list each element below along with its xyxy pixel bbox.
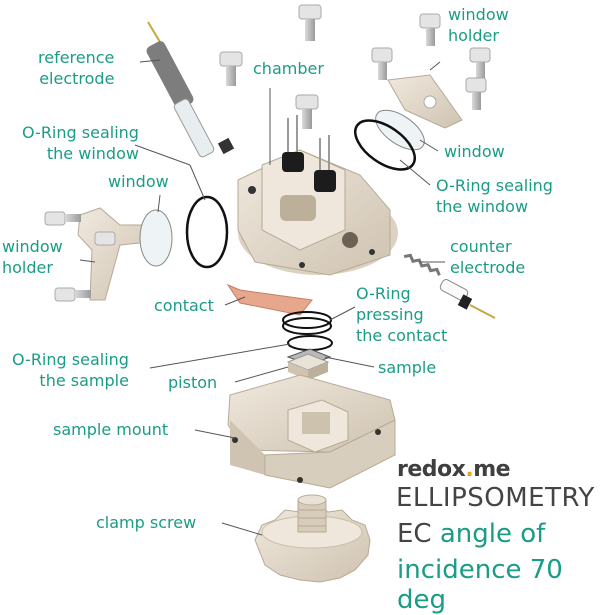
label-counter-electrode: counter electrode — [450, 236, 525, 278]
label-oring-contact-line3: the contact — [356, 326, 448, 345]
label-window-holder-left: window holder — [2, 236, 63, 278]
oring-window-top-part — [354, 119, 416, 171]
thumb-screw-top — [298, 4, 322, 41]
label-window-holder-top-line1: window — [448, 5, 509, 24]
leader-oring-sample — [149, 343, 291, 369]
label-chamber: chamber — [253, 59, 324, 78]
oring-contact-part — [282, 311, 332, 335]
reference-electrode — [146, 21, 235, 158]
leader-lines — [79, 59, 445, 536]
brand-logo: redox.me — [397, 457, 511, 482]
counter-electrode — [403, 253, 496, 319]
label-oring-window-right-line2: the window — [436, 197, 529, 216]
label-window-holder-left-line1: window — [2, 237, 63, 256]
label-oring-sample-line1: O-Ring sealing — [12, 350, 129, 369]
leader-clamp-screw — [221, 522, 263, 536]
label-counter-electrode-line2: electrode — [450, 258, 526, 277]
label-window-holder-top: window holder — [448, 4, 509, 46]
leader-sample — [324, 356, 375, 368]
diagram-stage: reference electrode chamber window holde… — [2, 4, 595, 615]
leader-window-holder-left — [79, 259, 96, 263]
leader-contact — [224, 296, 246, 306]
chamber-body — [237, 149, 398, 276]
leader-piston — [234, 366, 289, 383]
clamp-screw-part — [254, 494, 371, 583]
leader-window-right — [419, 139, 439, 152]
label-oring-sample: O-Ring sealing the sample — [12, 349, 129, 391]
label-oring-sample-line2: the sample — [39, 371, 129, 390]
label-window-right: window — [444, 142, 505, 161]
label-window-holder-left-line2: holder — [2, 258, 53, 277]
brand-name-pre: redox — [397, 457, 466, 482]
label-reference-electrode: reference electrode — [38, 47, 114, 89]
label-reference-electrode-line2: electrode — [39, 69, 115, 88]
label-piston: piston — [168, 373, 218, 392]
leader-oring-contact — [329, 306, 356, 321]
title-line2-rest: angle of — [431, 519, 546, 549]
leader-oring-window-right — [399, 159, 431, 186]
thumb-screw-chamber-left — [219, 51, 243, 86]
leader-reference-electrode — [139, 59, 161, 63]
leader-oring-window-left-b — [189, 164, 206, 201]
contact-strip — [226, 283, 313, 316]
label-counter-electrode-line1: counter — [450, 237, 512, 256]
brand-dot: . — [465, 457, 474, 482]
label-window-holder-top-line2: holder — [448, 26, 499, 45]
window-holder-left-part — [44, 207, 151, 302]
chamber-knobs — [282, 115, 336, 192]
leader-sample-mount — [194, 429, 236, 439]
label-sample-mount: sample mount — [53, 420, 169, 439]
exploded-view-drawing — [44, 4, 496, 583]
label-oring-contact-line2: pressing — [356, 305, 424, 324]
thumb-screw-chamber-right — [295, 94, 319, 129]
title-line2-prefix: EC — [397, 519, 432, 549]
leader-oring-window-left-a — [134, 144, 191, 166]
label-clamp-screw: clamp screw — [96, 513, 197, 532]
label-reference-electrode-line1: reference — [38, 48, 115, 67]
window-holder-top-part — [371, 13, 491, 129]
title-line2: EC angle of — [397, 519, 545, 549]
label-oring-window-left-line1: O-Ring sealing — [22, 123, 139, 142]
label-oring-window-left-line2: the window — [46, 144, 139, 163]
leader-window-holder-top — [429, 61, 441, 71]
label-window-left: window — [108, 172, 169, 191]
brand-name-post: me — [473, 457, 511, 482]
leader-window-left — [157, 194, 161, 213]
label-oring-contact-line1: O-Ring — [356, 284, 411, 303]
label-sample: sample — [378, 358, 437, 377]
label-oring-contact: O-Ring pressing the contact — [356, 283, 447, 346]
label-oring-window-right-line1: O-Ring sealing — [436, 176, 553, 195]
label-oring-window-right: O-Ring sealing the window — [436, 175, 553, 217]
sample-mount-part — [227, 374, 396, 489]
window-left-part — [139, 209, 173, 267]
title-line3: incidence 70 deg — [397, 555, 563, 615]
oring-window-left-part — [185, 195, 229, 269]
window-top-part — [375, 109, 425, 151]
title-line1: ELLIPSOMETRY — [396, 483, 595, 513]
label-contact: contact — [154, 296, 214, 315]
label-oring-window-left: O-Ring sealing the window — [22, 122, 139, 164]
